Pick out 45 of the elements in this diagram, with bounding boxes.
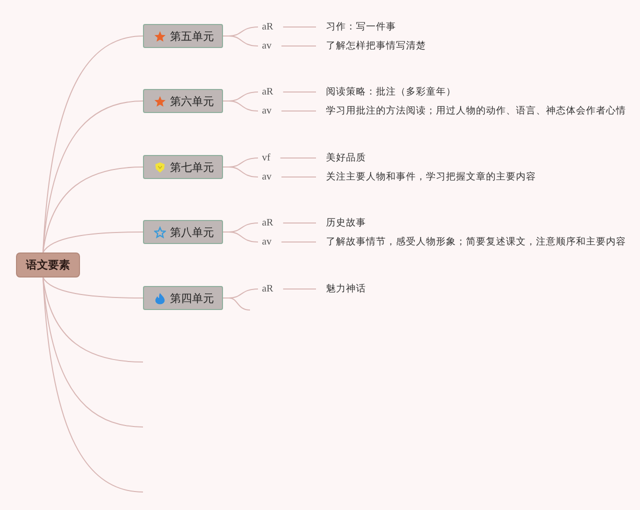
- branch-tag: aR: [258, 218, 284, 228]
- branch-curve: [222, 166, 258, 178]
- branch-text: 学习用批注的方法阅读；用过人物的动作、语言、神态体会作者心情: [316, 104, 626, 118]
- unit-title: 第八单元: [170, 224, 214, 240]
- unit-box: [143, 155, 223, 179]
- unit-title: 第七单元: [170, 160, 214, 174]
- branch-curve: [42, 277, 144, 298]
- branch-tag: av: [258, 172, 282, 182]
- unit-box: [143, 220, 223, 244]
- connector-line: [282, 26, 316, 28]
- branch-tag: av: [258, 236, 282, 248]
- unit-box: [143, 24, 223, 48]
- branch-curve: [42, 166, 144, 253]
- root-topic: 语文要素: [16, 252, 80, 278]
- branch-curve: [42, 277, 144, 492]
- unit-box: [143, 286, 223, 310]
- branch-tag: aR: [258, 86, 284, 98]
- branch-text: 历史故事: [316, 216, 366, 230]
- unit-title: 第四单元: [170, 290, 214, 306]
- unit-title: 第五单元: [170, 28, 214, 44]
- branch-curve: [222, 232, 258, 242]
- branch-curve: [222, 36, 258, 46]
- branch-tag: aR: [258, 284, 284, 294]
- unit-box: [143, 89, 223, 113]
- branch-curve: [42, 100, 144, 253]
- branch-text: 关注主要人物和事件，学习把握文章的主要内容: [316, 170, 536, 184]
- connector-line: [282, 222, 316, 224]
- connector-line: [282, 288, 316, 290]
- branch-text: 魅力神话: [316, 282, 366, 296]
- branch-curve: [42, 232, 144, 253]
- branch-text: 阅读策略：批注（多彩童年）: [316, 86, 456, 98]
- branch-tag: av: [258, 106, 282, 116]
- branch-text: 美好品质: [316, 152, 366, 164]
- branch-curve: [42, 277, 144, 362]
- unit-title: 第六单元: [170, 94, 214, 108]
- branch-tag: aR: [258, 22, 284, 32]
- branch-text: 了解故事情节，感受人物形象；简要复述课文，注意顺序和主要内容: [316, 236, 626, 248]
- branch-curve: [222, 298, 250, 310]
- branch-tag: vf: [258, 152, 280, 164]
- connector-line: [280, 176, 316, 178]
- connector-line: [280, 110, 316, 112]
- branch-text: 了解怎样把事情写清楚: [316, 40, 426, 52]
- branch-tag: av: [258, 40, 282, 52]
- branch-curve: [222, 100, 258, 112]
- branch-text: 习作：写一件事: [316, 20, 396, 34]
